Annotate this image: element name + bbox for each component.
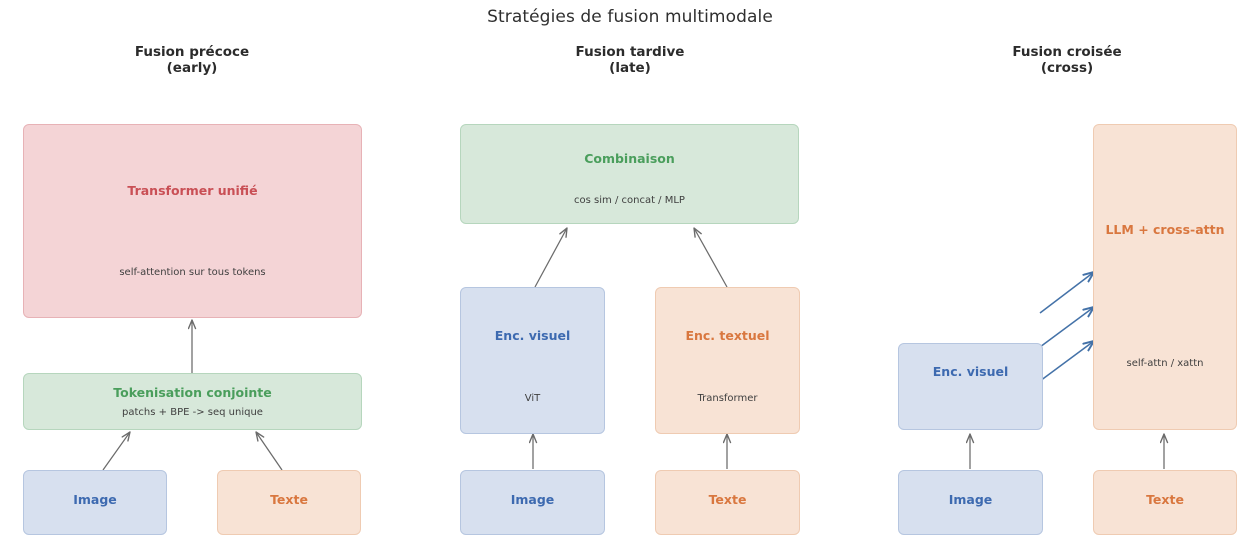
node-late-enc-textuel[interactable]: Enc. textuel Transformer (655, 287, 800, 434)
node-title: Image (948, 492, 993, 507)
node-cross-texte[interactable]: Texte (1093, 470, 1237, 535)
node-subtitle: ViT (524, 393, 541, 404)
node-subtitle: self-attention sur tous tokens (119, 267, 266, 278)
node-title: Image (73, 492, 117, 507)
edge-cross-xattn-1 (1039, 272, 1094, 314)
node-title: LLM + cross-attn (1105, 222, 1225, 237)
edge-cross-xattn-3 (1039, 341, 1094, 382)
node-title: Transformer unifié (127, 183, 258, 198)
edge-early-texte-to-token (255, 431, 283, 471)
edge-late-enc-textuel-to-combinaison (693, 227, 728, 288)
column-header-early-sub: (early) (166, 60, 218, 76)
column-header-cross-main: Fusion croisée (1012, 44, 1122, 60)
node-title: Texte (270, 492, 308, 507)
column-header-late-main: Fusion tardive (575, 44, 685, 60)
node-early-texte[interactable]: Texte (217, 470, 361, 535)
column-header-cross-sub: (cross) (1040, 60, 1094, 76)
node-subtitle: Transformer (697, 393, 758, 404)
node-title: Texte (1146, 492, 1184, 507)
node-title: Enc. visuel (932, 364, 1009, 379)
node-title: Enc. textuel (685, 328, 770, 343)
node-cross-enc-visuel[interactable]: Enc. visuel (898, 343, 1043, 430)
edge-late-enc-visuel-to-combinaison (534, 227, 568, 288)
node-late-texte[interactable]: Texte (655, 470, 800, 535)
node-subtitle: cos sim / concat / MLP (574, 195, 685, 206)
diagram-title: Stratégies de fusion multimodale (487, 7, 773, 27)
column-header-early-main: Fusion précoce (134, 44, 250, 60)
node-late-combinaison[interactable]: Combinaison cos sim / concat / MLP (460, 124, 799, 224)
node-early-tokenisation-conjointe[interactable]: Tokenisation conjointe patchs + BPE -> s… (23, 373, 362, 430)
node-cross-image[interactable]: Image (898, 470, 1043, 535)
edge-early-image-to-token (102, 431, 131, 471)
column-header-late-sub: (late) (609, 60, 651, 76)
node-title: Tokenisation conjointe (113, 384, 272, 400)
node-title: Enc. visuel (494, 328, 571, 343)
node-early-image[interactable]: Image (23, 470, 167, 535)
node-subtitle: patchs + BPE -> seq unique (122, 406, 263, 418)
node-late-enc-visuel[interactable]: Enc. visuel ViT (460, 287, 605, 434)
node-subtitle: self-attn / xattn (1126, 358, 1204, 369)
column-header-late: Fusion tardive (late) (500, 44, 760, 76)
column-header-cross: Fusion croisée (cross) (937, 44, 1197, 76)
node-title: Image (510, 492, 555, 507)
node-title: Combinaison (584, 151, 675, 166)
node-late-image[interactable]: Image (460, 470, 605, 535)
node-title: Texte (708, 492, 747, 507)
column-header-early: Fusion précoce (early) (62, 44, 322, 76)
node-cross-llm-cross-attn[interactable]: LLM + cross-attn self-attn / xattn (1093, 124, 1237, 430)
node-early-transformer-unifie[interactable]: Transformer unifié self-attention sur to… (23, 124, 362, 318)
edge-cross-xattn-2 (1039, 307, 1094, 348)
